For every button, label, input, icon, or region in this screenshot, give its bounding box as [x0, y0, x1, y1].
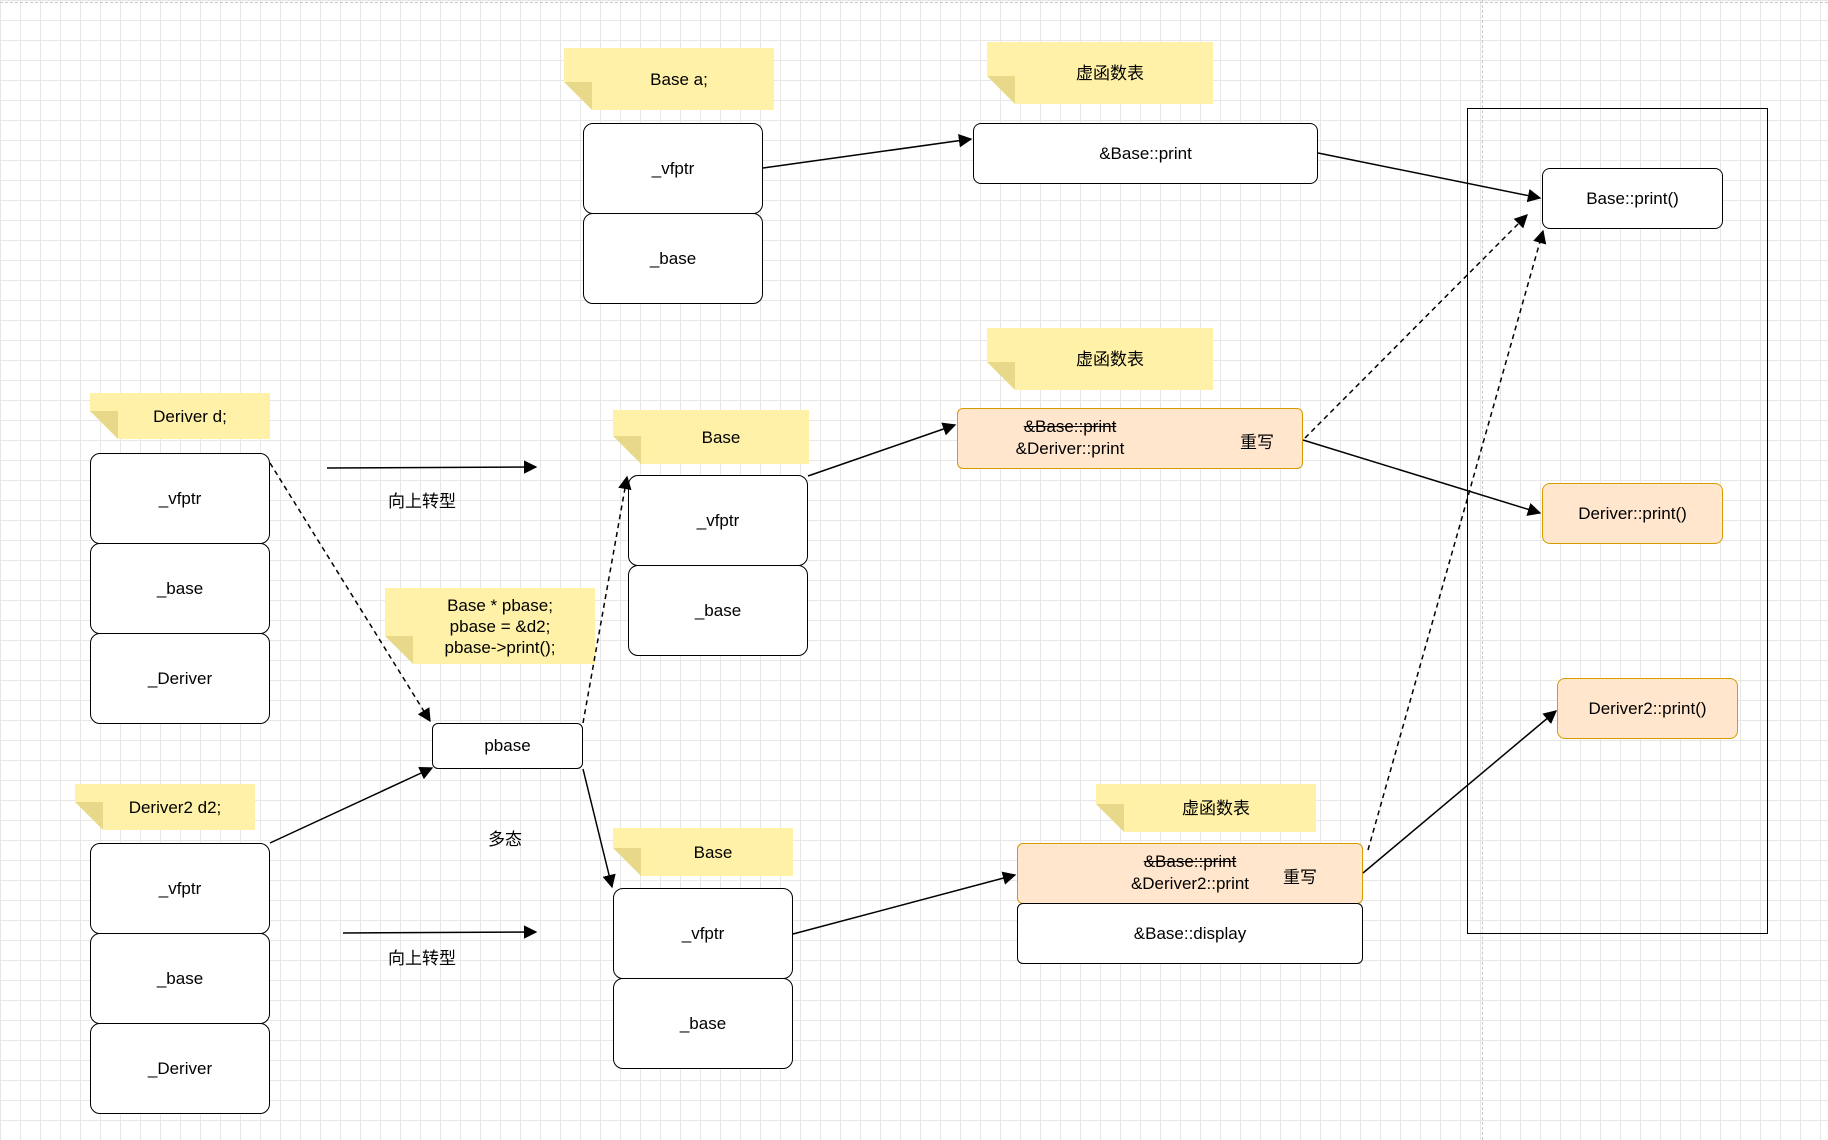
- arrow-deriver2-to-pbase: [269, 766, 434, 844]
- arrow-pbase-to-upcast-low: [582, 768, 616, 889]
- arrow-upcast-low-to-vtable: [792, 871, 1017, 935]
- code-line-3: pbase->print();: [444, 637, 556, 657]
- vtable-deriver: &Base::print &Deriver::print 重写: [957, 408, 1303, 469]
- note-vtable-3: 虚函数表: [1096, 784, 1316, 832]
- deriver-d-vfptr: _vfptr: [90, 453, 270, 544]
- note-code: Base * pbase; pbase = &d2; pbase->print(…: [385, 588, 595, 664]
- override-label-2: 重写: [1283, 868, 1317, 887]
- vtable-deriver-struck-entry: &Base::print: [1023, 417, 1117, 436]
- page-guide-horizontal: [0, 2, 1828, 3]
- function-base-print: Base::print(): [1542, 168, 1723, 229]
- deriver2-d2-deriver: _Deriver: [90, 1023, 270, 1114]
- function-deriver2-print: Deriver2::print(): [1557, 678, 1738, 739]
- override-label-1: 重写: [1240, 433, 1274, 452]
- arrow-base-vfptr-to-vtable: [762, 133, 973, 169]
- vtable-deriver2-display: &Base::display: [1017, 903, 1363, 964]
- deriver2-d2-vfptr: _vfptr: [90, 843, 270, 934]
- arrow-upcast-2: [342, 925, 538, 939]
- deriver-d-deriver: _Deriver: [90, 633, 270, 724]
- vtable-deriver2: &Base::print &Deriver2::print 重写: [1017, 843, 1363, 904]
- deriver-d-base: _base: [90, 543, 270, 634]
- upcast-low-vfptr: _vfptr: [613, 888, 793, 979]
- deriver2-d2-base: _base: [90, 933, 270, 1024]
- vtable-base-entry: &Base::print: [973, 123, 1318, 184]
- vtable-deriver2-entry: &Deriver2::print: [1130, 874, 1250, 893]
- arrow-upcast-1: [326, 460, 538, 474]
- function-deriver-print: Deriver::print(): [1542, 483, 1723, 544]
- note-deriver-d: Deriver d;: [90, 393, 270, 439]
- pbase-pointer: pbase: [432, 723, 583, 769]
- upcast-mid-base: _base: [628, 565, 808, 656]
- note-base-a: Base a;: [564, 48, 774, 110]
- base-a-base: _base: [583, 213, 763, 304]
- upcast-label-2: 向上转型: [388, 949, 456, 968]
- code-line-2: pbase = &d2;: [449, 616, 551, 636]
- polymorphism-label: 多态: [488, 830, 522, 849]
- code-line-1: Base * pbase;: [447, 595, 553, 615]
- upcast-label-1: 向上转型: [388, 492, 456, 511]
- vtable-deriver2-struck-entry: &Base::print: [1143, 852, 1237, 871]
- vtable-deriver-entry: &Deriver::print: [1015, 439, 1125, 458]
- note-vtable-2: 虚函数表: [987, 328, 1213, 390]
- note-vtable-1: 虚函数表: [987, 42, 1213, 104]
- upcast-mid-vfptr: _vfptr: [628, 475, 808, 566]
- base-a-vfptr: _vfptr: [583, 123, 763, 214]
- note-base-mid: Base: [613, 410, 809, 464]
- note-deriver2-d2: Deriver2 d2;: [75, 784, 255, 830]
- upcast-low-base: _base: [613, 978, 793, 1069]
- note-base-low: Base: [613, 828, 793, 876]
